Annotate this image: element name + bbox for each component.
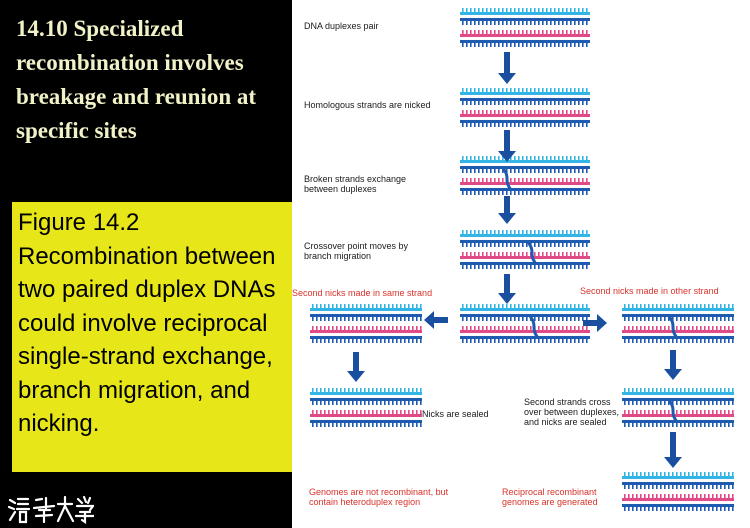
arrow-right: [583, 314, 607, 332]
label-reciprocal-recombinant: Reciprocal recombinant genomes are gener…: [502, 487, 598, 507]
crossover-exchange: [501, 167, 513, 191]
label-same-strand-nicks: Second nicks made in same strand: [292, 288, 433, 298]
arrow-step-4: [498, 274, 516, 304]
label-nicks-sealed: Nicks are sealed: [422, 409, 489, 419]
crossover-right: [667, 315, 679, 339]
label-strands-nicked: Homologous strands are nicked: [304, 100, 431, 110]
crossover-center: [528, 315, 540, 339]
arrow-step-3: [498, 196, 516, 224]
figure-caption: Figure 14.2 Recombination between two pa…: [12, 202, 294, 472]
slide-title: 14.10 Specialized recombination involves…: [16, 16, 257, 143]
arrow-step-1: [498, 52, 516, 84]
label-strands-exchange: Broken strands exchange between duplexes: [304, 174, 407, 194]
diagram-panel: DNA duplexes pair Homologous strands are…: [292, 0, 750, 528]
arrow-left-down: [347, 352, 365, 382]
label-duplexes-pair: DNA duplexes pair: [304, 21, 379, 31]
recombination-diagram: [310, 8, 734, 511]
label-not-recombinant: Genomes are not recombinant, but contain…: [309, 487, 449, 507]
arrow-left: [424, 311, 448, 329]
label-other-strand-nicks: Second nicks made in other strand: [580, 286, 719, 296]
crossover-right-2: [667, 399, 679, 423]
crossover-migration: [526, 241, 538, 265]
label-branch-migration: Crossover point moves by branch migratio…: [304, 241, 409, 261]
arrow-right-final: [664, 432, 682, 468]
university-logo: [7, 495, 94, 524]
label-second-strands-cross: Second strands cross over between duplex…: [524, 397, 620, 427]
arrow-step-2: [498, 130, 516, 162]
arrow-right-down: [664, 350, 682, 380]
